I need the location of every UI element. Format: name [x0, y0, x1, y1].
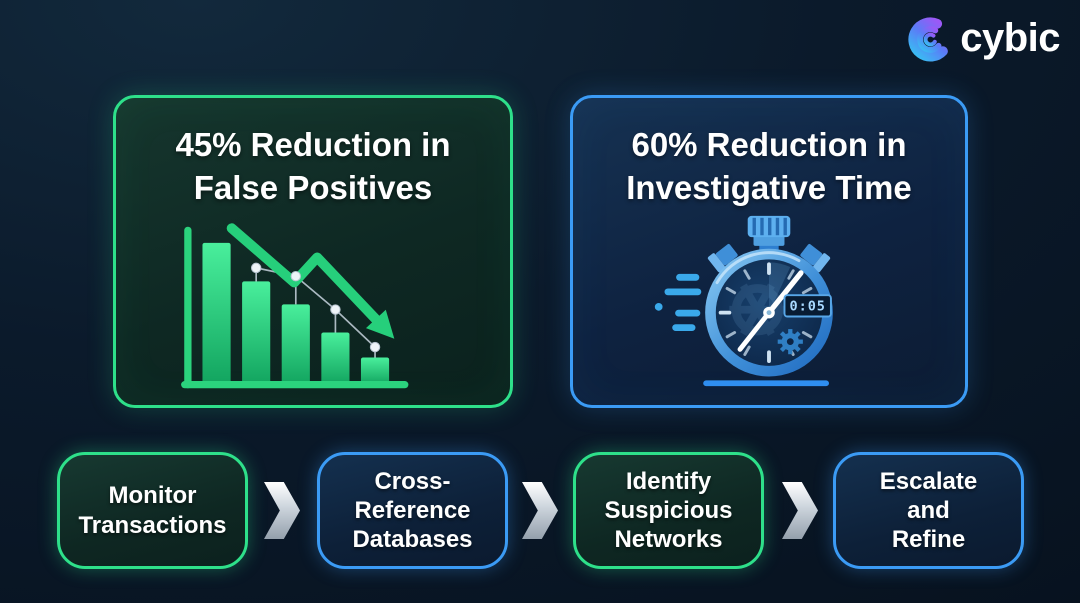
network-node [369, 341, 381, 353]
stopwatch-pusher-right [800, 243, 831, 273]
cybic-logo: cybic [907, 16, 1060, 63]
stat-card-title-investigative-time: 60% Reduction in Investigative Time [573, 124, 965, 210]
face-highlight-wedge [769, 262, 791, 313]
stopwatch-tick [787, 269, 795, 280]
flow-step-line: Suspicious [604, 496, 733, 524]
network-node [330, 304, 341, 315]
stopwatch-illustration: 0:05 [654, 215, 833, 386]
chart-axes [181, 226, 409, 389]
stat-card-investigative-time: 60% Reduction in Investigative Time [570, 95, 968, 408]
network-node [250, 262, 262, 273]
stopwatch-digital-display: 0:05 [783, 294, 832, 318]
stat-card-false-positives: 45% Reduction in False Positives [113, 95, 513, 408]
stopwatch-tick [801, 286, 813, 295]
chevron-arrow-icon [782, 482, 818, 539]
chart-bar [360, 357, 390, 385]
hand-center-dot [766, 309, 772, 315]
stopwatch-base-line [703, 380, 829, 386]
network-node [290, 270, 302, 282]
flow-step-label: Escalate and Refine [880, 467, 977, 555]
stopwatch-hands [737, 270, 804, 352]
speed-lines [654, 273, 702, 331]
title-line: Investigative Time [626, 168, 912, 206]
gear-icon [777, 328, 803, 355]
trend-arrow-icon [226, 223, 395, 339]
bezel-highlight [715, 250, 801, 284]
cybic-logo-text: cybic [960, 15, 1060, 60]
chart-bar [281, 304, 310, 385]
network-lines [255, 266, 376, 358]
flow-step-cross-reference-databases: Cross- Reference Databases [317, 452, 508, 569]
flow-step-label: Cross- Reference Databases [352, 467, 472, 555]
stopwatch-pusher-left [707, 243, 738, 273]
chevron-arrow-icon [264, 482, 300, 539]
flow-step-label: Monitor Transactions [78, 481, 226, 540]
title-line: 45% Reduction in [175, 126, 451, 163]
title-line: False Positives [193, 168, 433, 206]
flow-step-line: Escalate [879, 467, 978, 495]
flow-step-line: Databases [352, 526, 473, 554]
chart-bar [242, 281, 271, 385]
flow-step-line: Transactions [78, 511, 227, 539]
chart-bars [202, 242, 390, 385]
flow-step-escalate-and-refine: Escalate and Refine [833, 452, 1024, 569]
flow-step-line: Cross- [374, 467, 451, 495]
declining-bar-chart-illustration [181, 223, 409, 389]
stat-card-title-false-positives: 45% Reduction in False Positives [116, 124, 510, 210]
flow-step-line: Refine [891, 526, 966, 554]
stopwatch-tick [801, 330, 813, 339]
flow-step-monitor-transactions: Monitor Transactions [57, 452, 248, 569]
flow-step-line: Monitor [108, 482, 197, 510]
flow-step-line: Networks [614, 526, 723, 554]
chart-bar [202, 242, 231, 385]
stopwatch-tick [725, 286, 737, 295]
network-nodes [250, 262, 381, 353]
stopwatch-tick [743, 269, 751, 280]
flow-step-identify-suspicious-networks: Identify Suspicious Networks [573, 452, 764, 569]
flow-step-line: and [907, 496, 950, 524]
stopwatch-tick [743, 345, 751, 356]
stopwatch-display: 0:05 [789, 298, 825, 314]
stopwatch-tick [725, 330, 737, 339]
flow-step-line: Reference [354, 496, 471, 524]
title-line: 60% Reduction in [631, 126, 907, 163]
stopwatch-crown [747, 215, 791, 255]
flow-step-label: Identify Suspicious Networks [604, 467, 732, 555]
chevron-arrow-icon [522, 482, 558, 539]
flow-step-line: Identify [625, 467, 712, 495]
chart-bar [321, 332, 350, 385]
cybic-logo-icon [908, 17, 949, 62]
